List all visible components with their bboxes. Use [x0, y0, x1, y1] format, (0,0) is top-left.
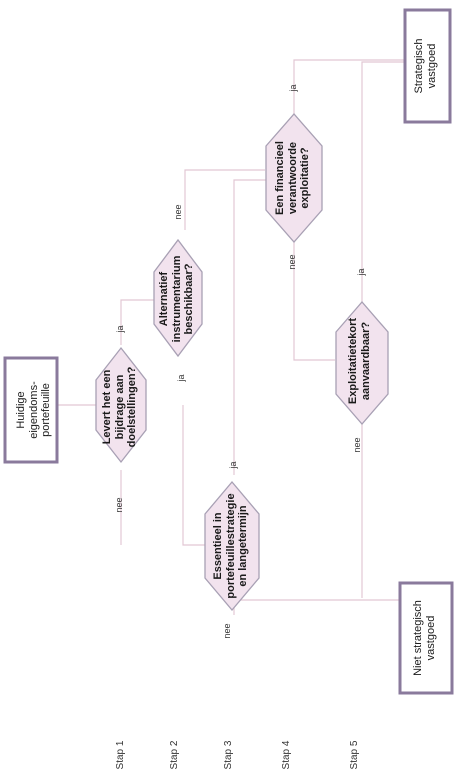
- decision-q3-shape: [204, 480, 260, 612]
- decision-q5-shape: [335, 301, 389, 425]
- connector-q3-q4: [233, 179, 268, 475]
- non-strategic-box: [398, 581, 454, 695]
- non-strategic-box-label: Niet strategisch vastgoed: [412, 600, 437, 676]
- answer-q3-ja: ja: [228, 461, 238, 469]
- step-label-5: Stap 5: [349, 740, 360, 770]
- step-label-3: Stap 3: [223, 740, 234, 770]
- step-label-1: Stap 1: [115, 740, 126, 770]
- boxes: [3, 8, 454, 695]
- decision-q2-shape: [153, 238, 203, 358]
- answer-q2-nee: nee: [173, 204, 183, 220]
- decision-q4-text: Een financieel verantwoorde exploitatie?: [274, 141, 312, 215]
- decision-q1-shape: [95, 346, 147, 464]
- connector-q5-strategic: [361, 61, 405, 325]
- answer-q4-ja: ja: [288, 84, 298, 92]
- strategic-box-label: Strategisch vastgoed: [413, 38, 438, 94]
- step-label-2: Stap 2: [169, 740, 180, 770]
- strategic-box: [403, 8, 452, 124]
- connector-q4-strategic: [293, 59, 405, 120]
- answer-q3-nee: nee: [222, 623, 232, 639]
- connector-q1-q3: [182, 405, 205, 546]
- answer-q1-nee: nee: [114, 497, 124, 513]
- decision-diamonds: [95, 113, 389, 612]
- start-box: [3, 356, 59, 464]
- step-label-4: Stap 4: [281, 740, 292, 770]
- start-box-label: Huidige eigendoms- portefeuille: [15, 381, 53, 439]
- answer-q5-nee: nee: [352, 437, 362, 453]
- connectors: [46, 59, 405, 615]
- connector-q2-q4-nee: [184, 169, 265, 230]
- answer-q5-ja: ja: [356, 268, 366, 276]
- decision-q3-text: Essentieel in portefeuillestrategie en l…: [212, 493, 250, 599]
- connector-q3-non-strategic: [233, 599, 400, 615]
- connector-q1-q2-ja: [120, 299, 154, 345]
- answer-q2-ja: ja: [115, 325, 125, 333]
- decision-q5-text: Exploitatietekort aanvaardbaar?: [347, 317, 372, 405]
- answer-q1-ja: ja: [176, 374, 186, 382]
- decision-q2-text: Alternatief instrumentarium beschikbaar?: [158, 255, 196, 343]
- decision-q1-text: Levert het een bijdrage aan doelstelling…: [101, 366, 139, 448]
- connector-q4-q5: [293, 235, 335, 361]
- answer-q4-nee: nee: [287, 254, 297, 270]
- decision-q4-shape: [265, 113, 323, 243]
